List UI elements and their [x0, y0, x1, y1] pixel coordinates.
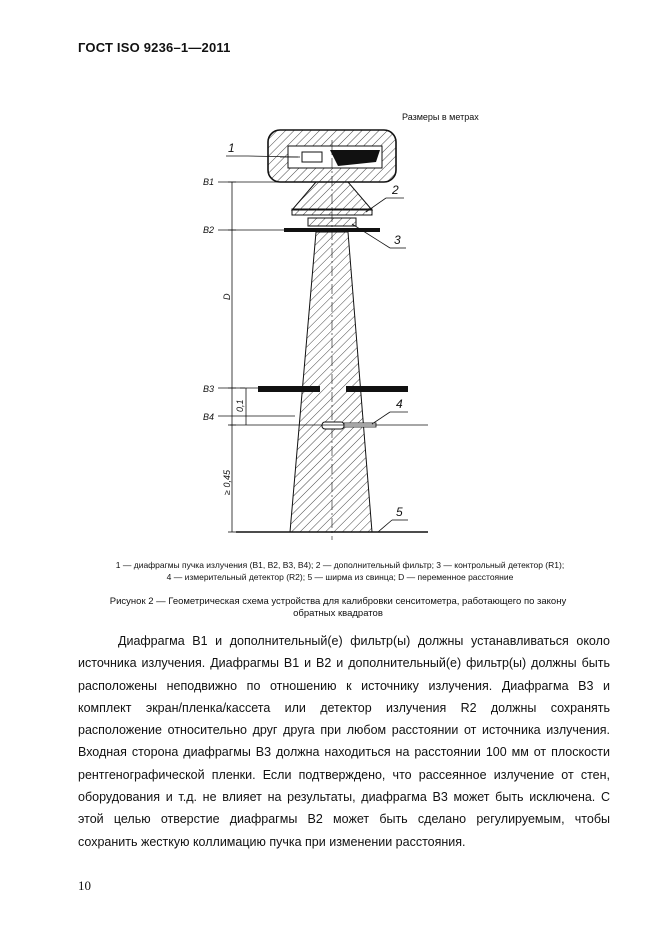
figure-caption-line-1: Рисунок 2 — Геометрическая схема устройс… — [109, 596, 567, 607]
label-dim-01: 0,1 — [235, 399, 245, 412]
callout-1: 1 — [228, 141, 235, 155]
page-number: 10 — [78, 878, 91, 893]
beam-main — [289, 231, 373, 533]
diaphragm-b3-left — [258, 386, 320, 392]
body-paragraph: Диафрагма B1 и дополнительный(е) фильтр(… — [78, 634, 610, 849]
body-text: Диафрагма B1 и дополнительный(е) фильтр(… — [78, 630, 610, 853]
label-b4: B4 — [203, 412, 214, 422]
figure-caption: Рисунок 2 — Геометрическая схема устройс… — [88, 596, 588, 620]
callout-4: 4 — [396, 397, 403, 411]
units-note: Размеры в метрах — [402, 112, 479, 122]
callout-3: 3 — [394, 233, 401, 247]
label-b3: B3 — [203, 384, 214, 394]
callout-2: 2 — [391, 183, 399, 197]
label-d: D — [222, 293, 232, 300]
document-header: ГОСТ ISO 9236–1—2011 — [78, 40, 231, 55]
measuring-detector-r2 — [321, 421, 345, 430]
label-b1: B1 — [203, 177, 214, 187]
label-dim-045: ≥ 0,45 — [222, 469, 232, 495]
figure-legend-line-2: 4 — измерительный детектор (R2); 5 — шир… — [166, 572, 514, 582]
diaphragm-b3-right — [346, 386, 408, 392]
beam-geometry-diagram: B1 B2 B3 B4 D 0,1 ≥ 0,45 1 2 3 4 5 — [203, 129, 428, 540]
radiation-source — [267, 129, 397, 183]
callout-5: 5 — [396, 505, 403, 519]
figure-caption-line-2: обратных квадратов — [293, 608, 383, 619]
figure-legend-line-1: 1 — диафрагмы пучка излучения (B1, B2, B… — [115, 560, 565, 570]
label-b2: B2 — [203, 225, 214, 235]
